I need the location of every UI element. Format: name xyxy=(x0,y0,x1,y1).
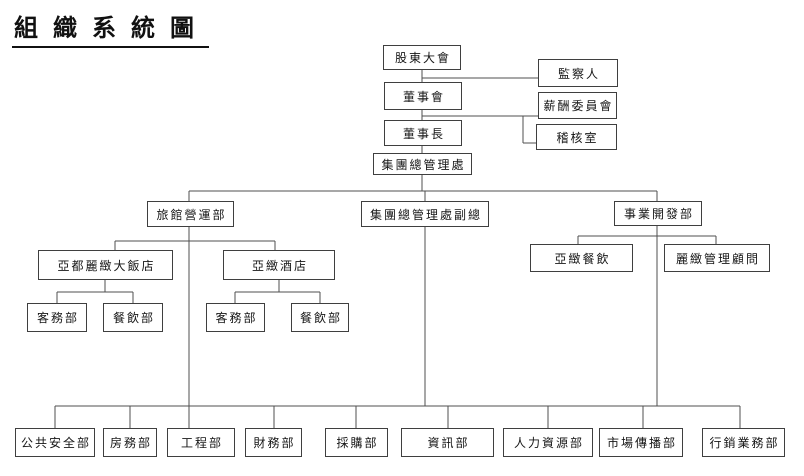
org-node-finance-dept: 財務部 xyxy=(245,428,302,457)
org-node-sales-marketing-dept: 行銷業務部 xyxy=(702,428,785,457)
org-node-fnb-dept-hotelone: 餐飲部 xyxy=(291,303,349,332)
org-node-landis-management-consult: 麗緻管理顧問 xyxy=(664,244,770,272)
org-node-housekeeping-dept: 房務部 xyxy=(103,428,157,457)
org-node-landis-taipei-hotel: 亞都麗緻大飯店 xyxy=(38,250,173,280)
org-node-rooms-dept-hotelone: 客務部 xyxy=(206,303,265,332)
org-node-chairman: 董事長 xyxy=(384,120,462,146)
org-node-business-development: 事業開發部 xyxy=(614,201,702,226)
org-node-engineering-dept: 工程部 xyxy=(167,428,235,457)
org-node-group-hq-deputy-gm: 集團總管理處副總 xyxy=(361,201,489,227)
org-node-yazhi-fnb: 亞緻餐飲 xyxy=(530,244,633,272)
org-node-rooms-dept-landis: 客務部 xyxy=(27,303,87,332)
org-node-fnb-dept-landis: 餐飲部 xyxy=(103,303,163,332)
org-node-marketing-comm-dept: 市場傳播部 xyxy=(599,428,683,457)
org-node-shareholders-meeting: 股東大會 xyxy=(383,45,461,70)
org-node-group-hq: 集團總管理處 xyxy=(373,153,472,175)
org-node-public-safety-dept: 公共安全部 xyxy=(15,428,95,457)
org-node-purchasing-dept: 採購部 xyxy=(325,428,388,457)
chart-title: 組織系統圖 xyxy=(12,8,209,48)
org-node-hotel-operations: 旅館營運部 xyxy=(147,201,234,227)
org-node-information-dept: 資訊部 xyxy=(401,428,494,457)
org-node-audit-office: 稽核室 xyxy=(536,124,617,150)
org-node-hotel-one: 亞緻酒店 xyxy=(223,250,335,280)
org-node-supervisor: 監察人 xyxy=(538,59,618,87)
org-node-board-of-directors: 董事會 xyxy=(384,82,462,110)
org-node-human-resources-dept: 人力資源部 xyxy=(503,428,593,457)
org-node-compensation-committee: 薪酬委員會 xyxy=(538,92,617,119)
